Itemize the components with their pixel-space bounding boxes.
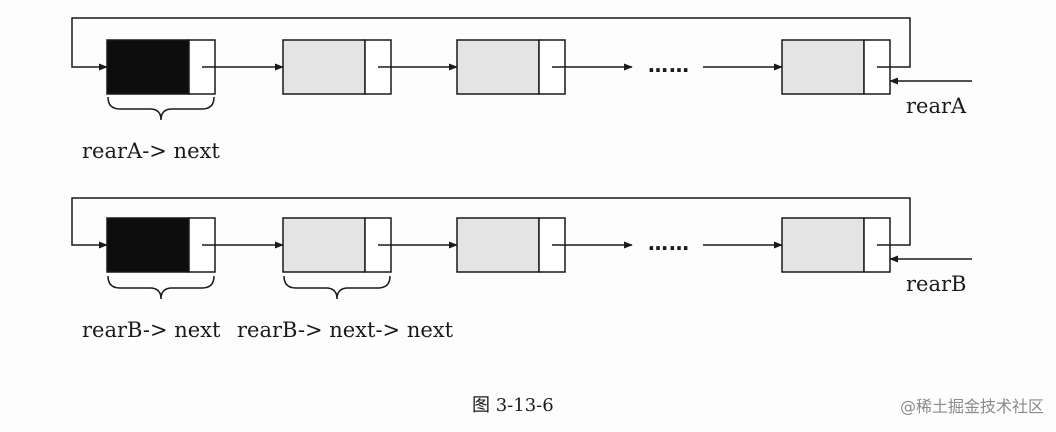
head-brace-label: rearB-> next [82,318,221,342]
head-node-brace [107,275,215,300]
rear-pointer-label: rearA [906,94,967,118]
second-brace-label: rearB-> next-> next [237,318,454,342]
head-brace-label: rearA-> next [82,139,220,163]
list-a-node-2 [456,39,566,95]
list-b-last-node [781,217,891,273]
figure-caption: 图 3-13-6 [472,395,554,416]
watermark: @稀土掘金技术社区 [900,397,1044,416]
head-node-data-cell [106,217,190,273]
circular-back-link [71,197,911,249]
node-data-cell [456,39,540,95]
node-data-cell [282,217,366,273]
list-b-node-1 [282,217,392,273]
node-data-cell [456,217,540,273]
circular-back-link [71,17,911,71]
node-data-cell [282,39,366,95]
list-b-node-2 [456,217,566,273]
ellipsis: …… [648,53,690,77]
list-b: …… rearB rearB-> next rearB-> next-> nex… [71,197,972,342]
rear-pointer-label: rearB [906,272,966,296]
head-node-data-cell [106,39,190,95]
list-b-head-node [106,217,216,273]
node-data-cell [781,217,865,273]
node-data-cell [781,39,865,95]
second-node-brace [283,275,391,300]
list-a: …… rearA rearA-> next [71,17,972,163]
head-node-brace [107,96,215,121]
list-a-last-node [781,39,891,95]
ellipsis: …… [648,231,690,255]
list-a-node-1 [282,39,392,95]
list-a-head-node [106,39,216,95]
